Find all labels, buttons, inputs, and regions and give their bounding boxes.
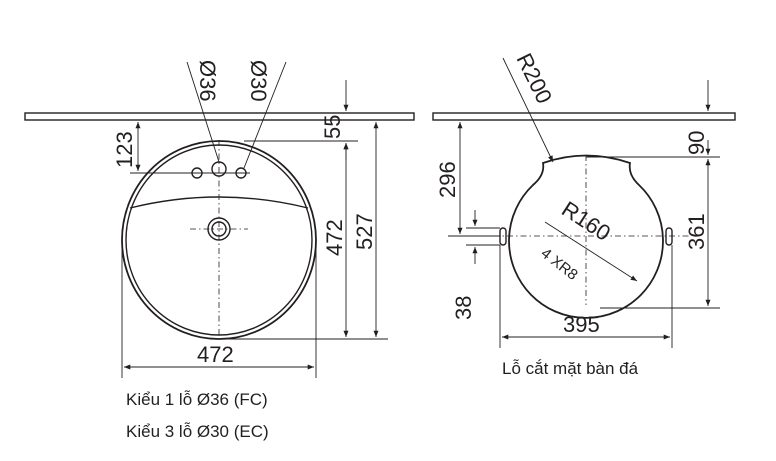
dim-90-label: 90: [684, 131, 709, 155]
dim-55-label: 55: [320, 115, 345, 139]
dim-123-label: 123: [112, 131, 137, 168]
countertop-right: [432, 112, 736, 121]
r200-leader: [502, 57, 554, 163]
r200-label: R200: [512, 49, 558, 107]
dim-472v-label: 472: [322, 219, 347, 256]
basin-view: Ø36 Ø30 123 55 472 527 472 Kiểu 1 lỗ Ø36…: [24, 60, 415, 441]
dia36-leader: [186, 61, 220, 163]
dim-38-label: 38: [451, 296, 476, 320]
caption-type-3: Kiểu 3 lỗ Ø30 (EC): [126, 422, 269, 441]
slot-radius-label: 4 XR8: [538, 245, 581, 284]
dim-361-label: 361: [684, 213, 709, 250]
dim-527-label: 527: [352, 213, 377, 250]
cutout-view: R200 R160 4 XR8 296 38 90 361 395 Lỗ cắt…: [432, 49, 736, 378]
dia30-leader: [243, 61, 287, 169]
dim-296-label: 296: [435, 161, 460, 198]
slot-right: [665, 227, 673, 246]
cutout-outline: [508, 154, 664, 319]
dim-395-label: 395: [563, 312, 600, 337]
dia30-label: Ø30: [246, 60, 271, 102]
dim-472h-label: 472: [197, 342, 234, 367]
r160-leader: [544, 221, 638, 282]
slot-left: [499, 227, 507, 246]
caption-type-1: Kiểu 1 lỗ Ø36 (FC): [126, 390, 268, 409]
caption-cutout: Lỗ cắt mặt bàn đá: [502, 359, 639, 378]
dia36-label: Ø36: [195, 60, 220, 102]
countertop-left: [24, 112, 415, 121]
